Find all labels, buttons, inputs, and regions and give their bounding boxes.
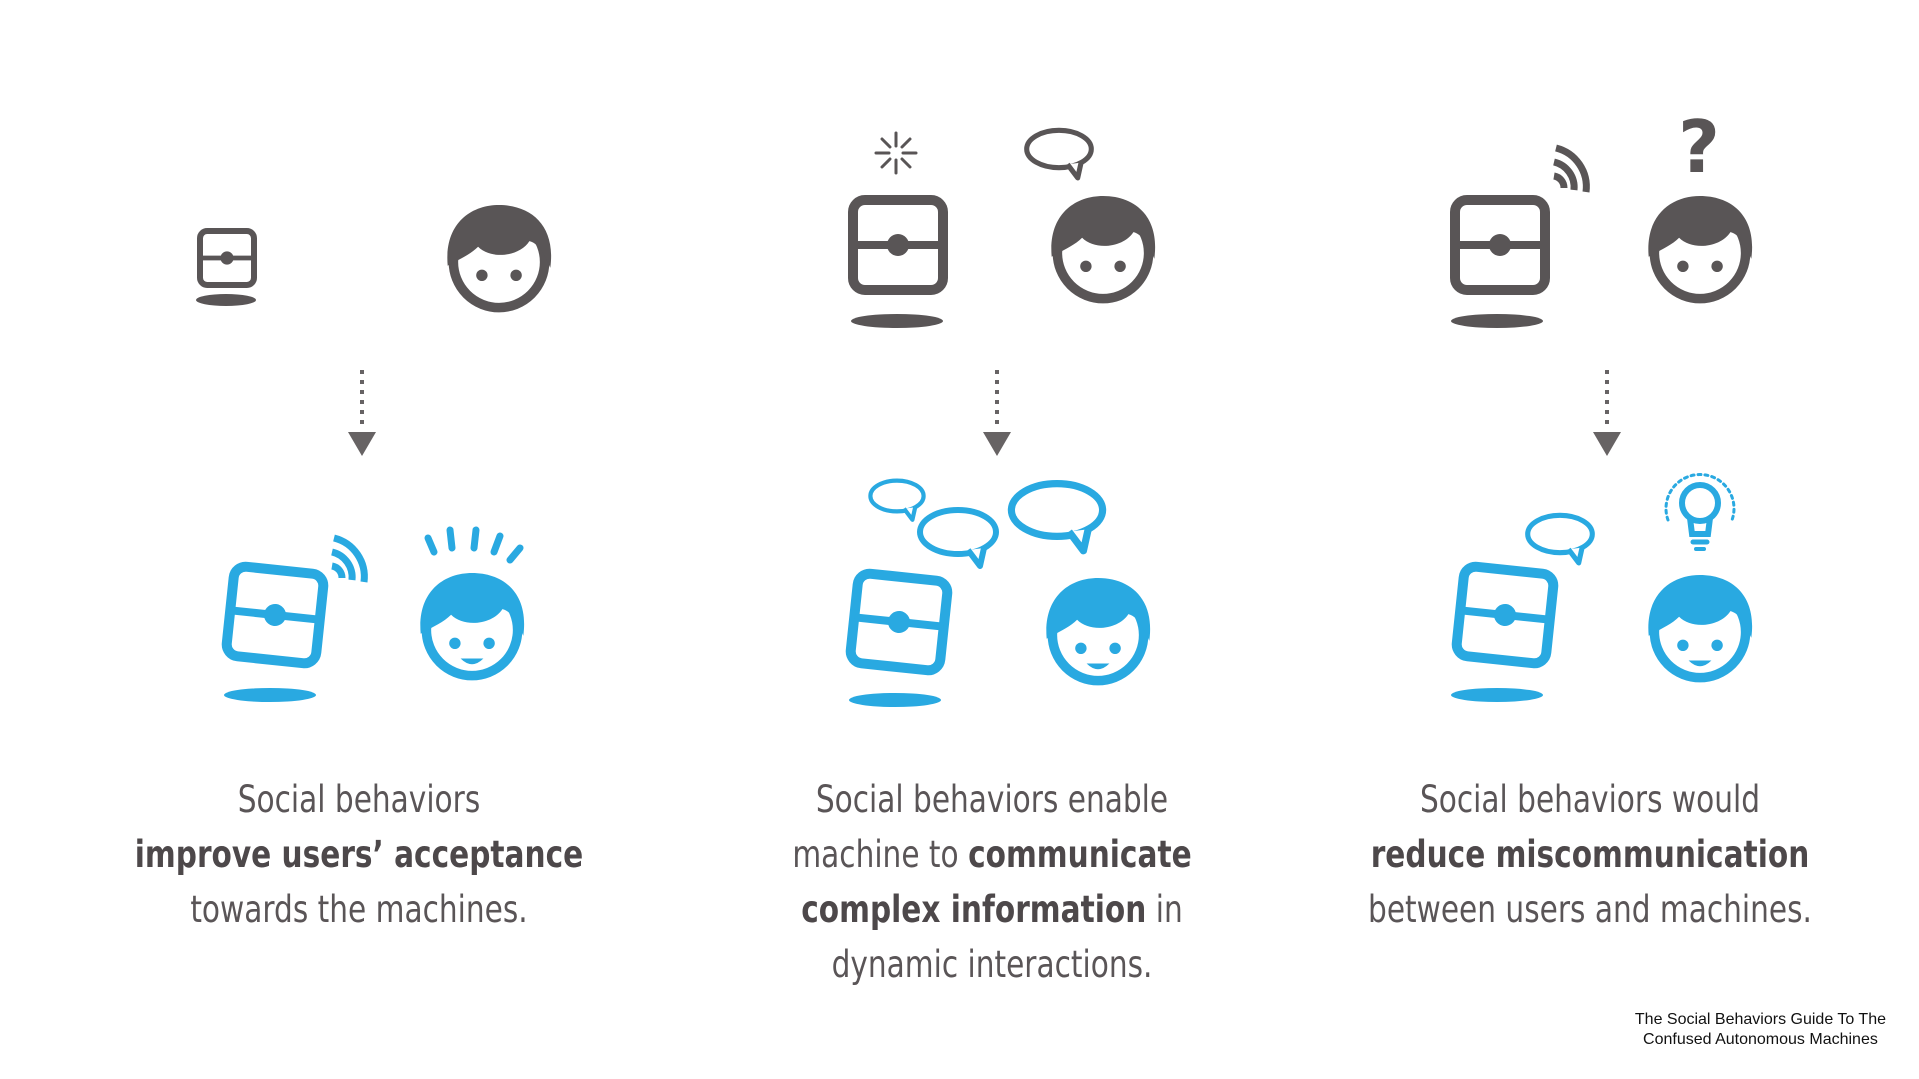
question-mark-icon: ? — [1678, 105, 1720, 189]
source-line: The Social Behaviors Guide To The — [1634, 1011, 1886, 1028]
robot-icon — [200, 231, 254, 285]
excitement-lines-icon — [424, 526, 524, 564]
signal-waves-icon — [1554, 148, 1586, 192]
robot-shadow — [196, 294, 256, 306]
caption-emphasis: improve users’ acceptance — [134, 833, 584, 876]
caption-panel-3: Social behaviors would reduce miscommuni… — [1350, 772, 1830, 937]
caption-line: dynamic interactions. — [831, 943, 1153, 986]
thinking-sparkle-icon — [874, 131, 918, 175]
user-face-icon — [447, 205, 551, 308]
robot-shadow — [1451, 688, 1543, 702]
robot-shadow — [1451, 314, 1543, 328]
panel-1-before — [196, 205, 551, 308]
caption-panel-1: Social behaviors improve users’ acceptan… — [119, 772, 599, 937]
robot-icon — [1455, 200, 1545, 290]
robot-shadow — [849, 693, 941, 707]
dotted-arrow-icon — [1591, 368, 1623, 458]
speech-bubble-icon — [1528, 515, 1593, 563]
panel-1-after — [224, 526, 524, 702]
robot-icon — [850, 573, 949, 672]
caption-emphasis: communicate — [968, 833, 1192, 876]
panel-2-before — [851, 130, 1155, 328]
panel-2-after — [849, 481, 1150, 707]
lightbulb-icon — [1664, 473, 1736, 551]
dotted-arrow-icon — [981, 368, 1013, 458]
robot-shadow — [224, 688, 316, 702]
caption-emphasis: complex information — [801, 888, 1147, 931]
robot-icon — [1456, 566, 1555, 665]
panel-3-before: ? — [1451, 105, 1752, 328]
caption-line: towards the machines. — [190, 888, 528, 931]
happy-face-icon — [1648, 575, 1752, 678]
panel-1 — [196, 205, 551, 702]
speech-bubble-icon — [1027, 130, 1092, 178]
speech-bubble-icon — [1011, 484, 1102, 551]
robot-icon — [226, 566, 325, 665]
caption-line: Social behaviors enable — [815, 778, 1169, 821]
robot-shadow — [851, 314, 943, 328]
dotted-arrow-icon — [346, 368, 378, 458]
caption-emphasis: reduce miscommunication — [1370, 833, 1810, 876]
source-title: The Social Behaviors Guide To The Confus… — [1635, 1010, 1886, 1050]
robot-icon — [853, 200, 943, 290]
caption-line: Social behaviors would — [1419, 778, 1760, 821]
panel-3: ? — [1451, 105, 1752, 702]
caption-panel-2: Social behaviors enable machine to commu… — [752, 772, 1232, 992]
user-face-icon — [1051, 196, 1155, 299]
speech-bubble-icon — [870, 481, 923, 520]
speech-bubble-icon — [920, 510, 996, 566]
caption-line: Social behaviors — [237, 778, 481, 821]
caption-line: in — [1146, 888, 1183, 931]
panel-2 — [849, 130, 1155, 707]
user-face-icon — [1648, 196, 1752, 299]
caption-line: between users and machines. — [1368, 888, 1812, 931]
caption-line: machine to — [792, 833, 969, 876]
source-line: Confused Autonomous Machines — [1643, 1031, 1878, 1048]
signal-waves-icon — [332, 538, 364, 582]
happy-face-icon — [420, 573, 524, 676]
happy-face-icon — [1046, 578, 1150, 681]
panel-3-after — [1451, 473, 1752, 702]
